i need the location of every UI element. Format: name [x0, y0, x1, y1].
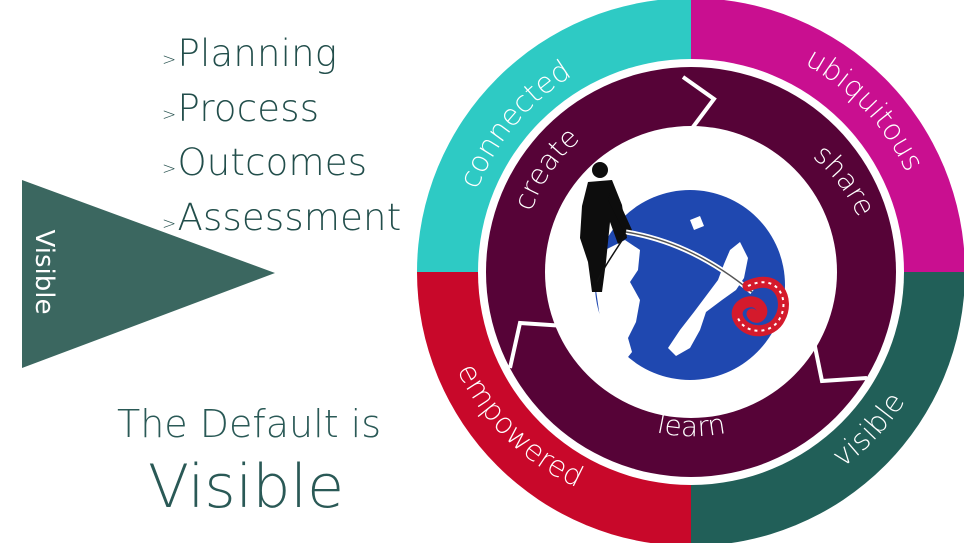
landmass-left [596, 240, 640, 362]
visible-triangle [22, 180, 275, 368]
default-heading: The Default is [117, 402, 382, 446]
svg-text:learn: learn [655, 407, 728, 444]
list-item: >Assessment [162, 194, 401, 249]
hook-icon [731, 276, 789, 337]
process-list: >Planning >Process >Outcomes >Assessment [162, 30, 401, 248]
list-item: >Outcomes [162, 139, 401, 194]
list-item: >Process [162, 85, 401, 140]
list-marker: > [162, 104, 177, 125]
triangle-label: Visible [29, 229, 59, 315]
list-marker: > [162, 50, 177, 70]
list-marker: > [162, 213, 177, 234]
list-item-label: Outcomes [177, 141, 368, 184]
default-emphasis: Visible [148, 452, 344, 522]
figure-icon [580, 162, 632, 292]
label-learn: learn [655, 407, 728, 444]
cycle-arrow-top [681, 75, 717, 133]
list-marker: > [162, 159, 177, 179]
cycle-arrow-left [508, 320, 566, 369]
list-item: >Planning [162, 30, 401, 85]
list-item-label: Process [177, 86, 320, 130]
list-item-label: Planning [177, 32, 338, 75]
island [690, 216, 704, 230]
landmass-right [668, 242, 748, 356]
list-item-label: Assessment [177, 195, 402, 239]
